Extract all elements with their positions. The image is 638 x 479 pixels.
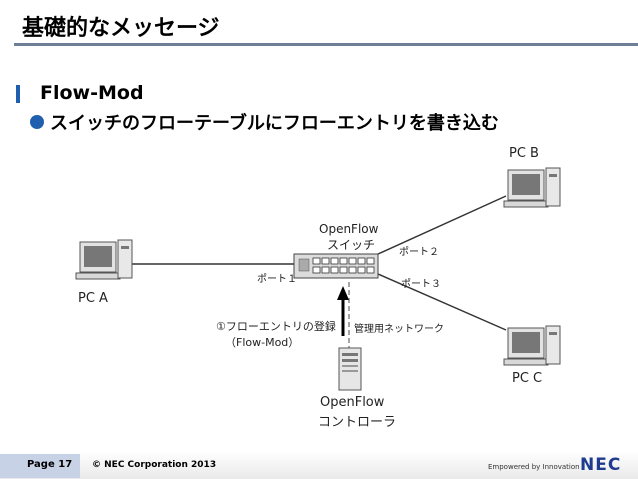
controller-label-line2: コントローラ [318,415,397,430]
openflow-controller-icon [338,347,362,391]
flow-mod-label-line1: ①フローエントリの登録 [216,320,336,333]
slide-title: 基礎的なメッセージ [22,16,220,41]
pc-b-label: PC B [509,146,539,161]
bullet-dot-icon [30,115,44,129]
title-divider [14,43,638,46]
pc-a-icon [75,239,133,280]
port3-label: ポート３ [401,279,441,290]
copyright: © NEC Corporation 2013 [92,460,217,470]
tagline: Empowered by Innovation [488,463,580,471]
port1-label: ポート１ [257,274,297,285]
arrow-head-icon [337,286,349,300]
section-title: Flow-Mod [40,82,144,104]
openflow-switch-icon [293,253,379,279]
port2-label: ポート２ [399,247,439,258]
pc-b-icon [503,167,561,208]
bullet-text: スイッチのフローテーブルにフローエントリを書き込む [50,113,499,134]
bullet-item: スイッチのフローテーブルにフローエントリを書き込む [30,109,499,135]
flow-mod-label-line2: （Flow-Mod） [225,336,300,349]
footer-page-bar [0,454,80,478]
nec-logo: NEC [580,455,622,475]
controller-label-line1: OpenFlow [320,395,385,410]
link-switch-pc-b [377,195,507,255]
section-marker [16,85,20,103]
pc-a-label: PC A [78,291,108,306]
switch-label-line2: スイッチ [327,238,376,252]
link-switch-pc-c [377,273,507,331]
pc-c-icon [503,325,561,366]
page-number: Page 17 [27,459,73,470]
footer [0,451,638,479]
pc-c-label: PC C [512,371,543,386]
management-network-label: 管理用ネットワーク [354,324,444,335]
switch-label-line1: OpenFlow [319,222,379,236]
